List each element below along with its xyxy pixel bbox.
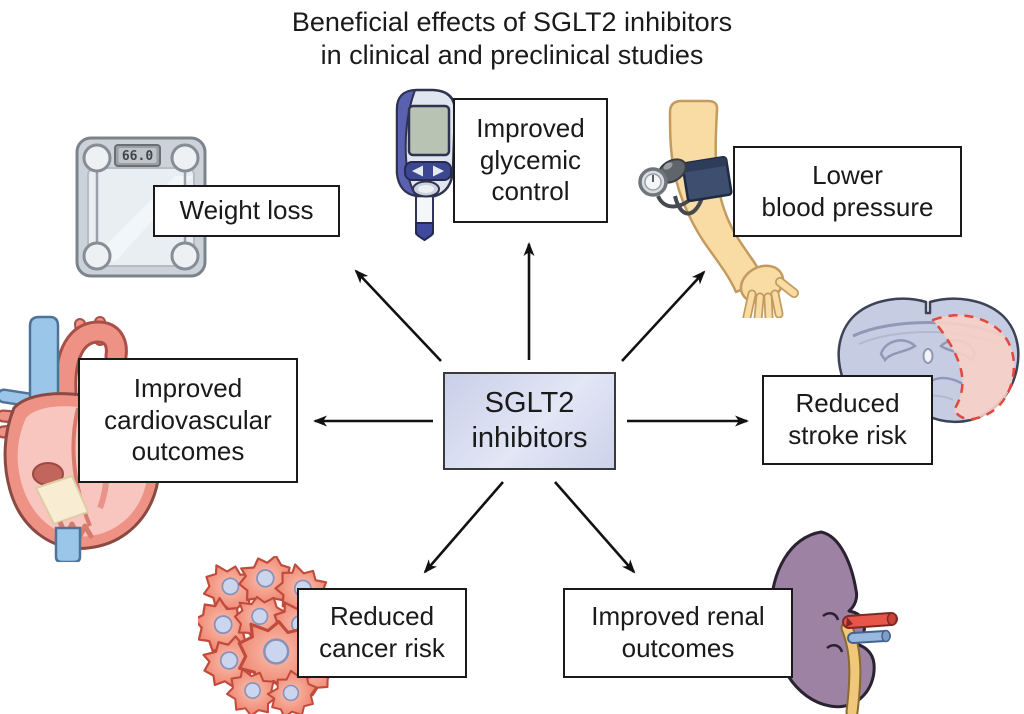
arrow-blood-pressure: [621, 270, 706, 362]
glucometer-icon: [395, 88, 457, 242]
kidney-icon: [769, 530, 898, 714]
figure-title: Beneficial effects of SGLT2 inhibitors i…: [291, 7, 733, 70]
label-cancer-risk: Reduced cancer risk: [319, 601, 445, 663]
label-stroke-risk: Reduced stroke risk: [788, 388, 907, 450]
label-box-stroke-risk: Reduced stroke risk: [762, 375, 933, 465]
label-box-renal-outcomes: Improved renal outcomes: [563, 588, 793, 678]
label-box-blood-pressure: Lower blood pressure: [733, 146, 962, 237]
scale-display-value: 66.0: [122, 149, 153, 164]
central-node-sglt2-inhibitors: SGLT2 inhibitors: [443, 372, 616, 470]
label-box-glycemic-control: Improved glycemic control: [453, 98, 608, 223]
label-blood-pressure: Lower blood pressure: [761, 159, 934, 222]
label-weight-loss: Weight loss: [179, 195, 314, 226]
label-box-weight-loss: Weight loss: [153, 185, 340, 237]
central-node-label: SGLT2 inhibitors: [471, 387, 588, 454]
label-cardiovascular: Improved cardiovascular outcomes: [104, 372, 272, 467]
label-glycemic-control: Improved glycemic control: [476, 112, 585, 207]
label-box-cardiovascular: Improved cardiovascular outcomes: [78, 358, 298, 483]
arrow-cancer: [423, 481, 504, 574]
blood-pressure-arm-icon: [638, 99, 799, 318]
label-box-cancer-risk: Reduced cancer risk: [297, 588, 467, 678]
label-renal-outcomes: Improved renal outcomes: [591, 601, 765, 663]
arrow-renal: [554, 481, 636, 574]
arrow-weight-loss: [354, 269, 442, 362]
